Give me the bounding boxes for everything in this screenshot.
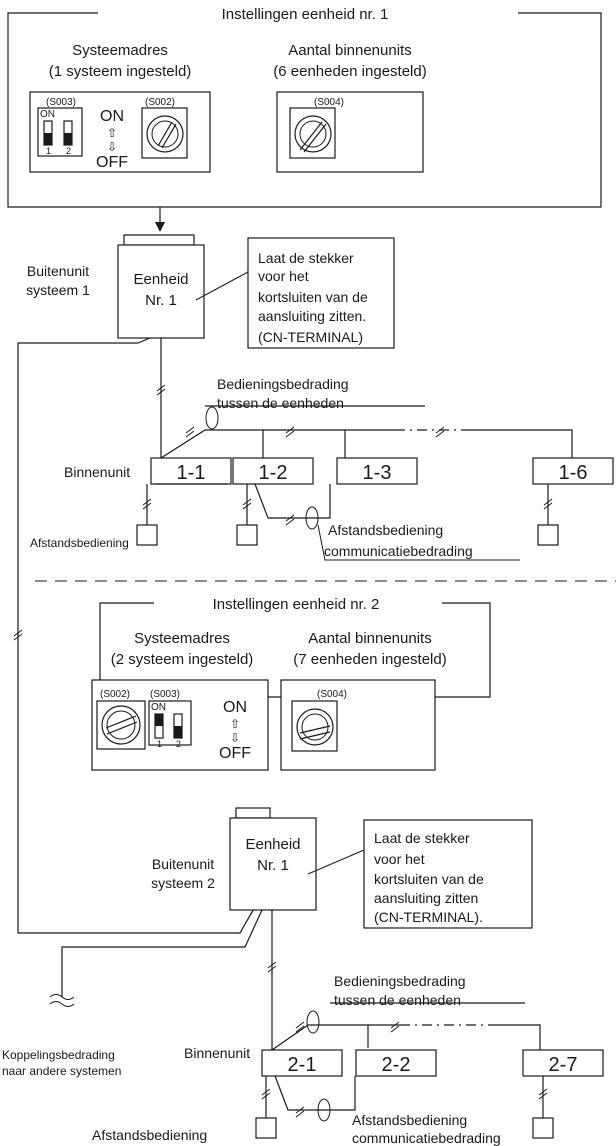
- outdoor-label-2b: systeem 2: [151, 875, 215, 891]
- count-switch-box-2: (S004): [280, 679, 436, 771]
- note-box-2: Laat de stekker voor het kortsluiten van…: [307, 819, 533, 929]
- remote-comm-label-2b: communicatiebedrading: [352, 1130, 501, 1146]
- outdoor-label-1b: systeem 1: [26, 282, 90, 298]
- on-label-1: ON: [100, 108, 124, 125]
- indoor-label-1: Binnenunit: [64, 464, 130, 480]
- count-title-1: Aantal binnenunits: [288, 42, 411, 59]
- off-label-1: OFF: [96, 154, 128, 171]
- indoor-unit: 1-2: [232, 457, 314, 485]
- remote-label-1: Afstandsbediening: [30, 536, 129, 550]
- svg-text:kortsluiten van de: kortsluiten van de: [374, 871, 484, 887]
- arrow-down-icon: ⇩: [230, 731, 240, 745]
- dip-on-label-2: ON: [151, 702, 166, 713]
- unit-label-2: Eenheid: [245, 836, 300, 853]
- svg-text:aansluiting zitten: aansluiting zitten: [374, 890, 478, 906]
- remote-wiring-1: [136, 483, 559, 561]
- control-wiring-label-1: Bedieningsbedrading: [217, 376, 349, 392]
- dip-lever-1b: [64, 133, 72, 145]
- indoor-unit: 1-6: [532, 457, 614, 485]
- indoor-unit-label: 2-2: [382, 1054, 411, 1076]
- dip-on-label-1: ON: [40, 109, 55, 120]
- svg-text:voor het: voor het: [374, 851, 425, 867]
- switch-s002-label-2: (S002): [100, 689, 130, 700]
- rotary-switch-s004-1: [289, 107, 336, 159]
- remote-comm-label-1b: communicatiebedrading: [324, 543, 473, 559]
- unit-label-1: Eenheid: [133, 271, 188, 288]
- settings-arrow-1: [155, 207, 165, 232]
- remote-controller: [532, 1117, 554, 1139]
- remote-controller: [136, 524, 158, 546]
- link-wiring-label-b: naar andere systemen: [2, 1064, 121, 1078]
- svg-text:(CN-TERMINAL).: (CN-TERMINAL).: [374, 909, 483, 925]
- settings-panel-1: Instellingen eenheid nr. 1 Systeemadres …: [7, 6, 602, 208]
- settings-panel-2: Instellingen eenheid nr. 2 Systeemadres …: [99, 596, 491, 698]
- unit-number-1: Nr. 1: [145, 292, 177, 309]
- address-switch-box-2: (S002) (S003) ON 1 2 ON ⇧ ⇩ OFF: [91, 679, 269, 771]
- outdoor-unit-2: Eenheid Nr. 1: [229, 807, 317, 911]
- svg-text:Laat de stekker: Laat de stekker: [374, 830, 470, 846]
- count-subtitle-1: (6 eenheden ingesteld): [273, 63, 426, 80]
- switch-s002-label-1: (S002): [145, 97, 175, 108]
- remote-comm-label-1: Afstandsbediening: [328, 522, 443, 538]
- wiring-system-1: [13, 337, 573, 934]
- address-title-1: Systeemadres: [72, 42, 168, 59]
- indoor-unit-label: 1-2: [259, 462, 288, 484]
- dip-pos2-label-2: 2: [176, 739, 181, 749]
- indoor-unit-label: 2-1: [288, 1054, 317, 1076]
- switch-s003-label-2: (S003): [150, 689, 180, 700]
- indoor-unit: 2-1: [261, 1049, 343, 1077]
- dip-pos1-label-2: 1: [157, 739, 162, 749]
- indoor-unit-label: 2-7: [549, 1054, 578, 1076]
- indoor-unit: 2-2: [355, 1049, 437, 1077]
- link-wiring-label: Koppelingsbedrading: [2, 1048, 115, 1062]
- wiring-system-2: [49, 909, 541, 1051]
- control-wiring-label-1b: tussen de eenheden: [217, 395, 344, 411]
- note-box-1: Laat de stekker voor het kortsluiten van…: [195, 237, 395, 349]
- switch-s004-label-1: (S004): [314, 97, 344, 108]
- indoor-unit-label: 1-3: [363, 462, 392, 484]
- indoor-label-2: Binnenunit: [184, 1045, 250, 1061]
- svg-text:kortsluiten van de: kortsluiten van de: [258, 289, 368, 305]
- svg-text:aansluiting zitten.: aansluiting zitten.: [258, 308, 366, 324]
- settings-title-2: Instellingen eenheid nr. 2: [213, 596, 380, 613]
- indoor-unit: 1-1: [150, 457, 232, 485]
- svg-text:Laat de stekker: Laat de stekker: [258, 250, 354, 266]
- on-label-2: ON: [223, 699, 247, 716]
- dip-pos2-label-1: 2: [66, 146, 71, 156]
- indoor-unit: 2-7: [522, 1049, 604, 1077]
- control-wiring-label-2b: tussen de eenheden: [334, 992, 461, 1008]
- arrow-up-icon: ⇧: [107, 126, 117, 140]
- address-title-2: Systeemadres: [134, 630, 230, 647]
- rotary-switch-s002-1: [141, 107, 188, 159]
- count-title-2: Aantal binnenunits: [308, 630, 431, 647]
- dip-pos1-label-1: 1: [46, 146, 51, 156]
- indoor-unit: 1-3: [336, 457, 418, 485]
- remote-label-2: Afstandsbediening: [92, 1127, 207, 1143]
- svg-text:voor het: voor het: [258, 268, 309, 284]
- remote-wiring-2: [255, 1075, 554, 1139]
- address-subtitle-2: (2 systeem ingesteld): [111, 651, 254, 668]
- remote-controller: [537, 524, 559, 546]
- outdoor-label-1: Buitenunit: [27, 263, 89, 279]
- outdoor-label-2: Buitenunit: [152, 856, 214, 872]
- switch-s004-label-2: (S004): [317, 689, 347, 700]
- off-label-2: OFF: [219, 745, 251, 762]
- arrow-down-icon: ⇩: [107, 140, 117, 154]
- count-subtitle-2: (7 eenheden ingesteld): [293, 651, 446, 668]
- remote-controller: [236, 524, 258, 546]
- arrow-up-icon: ⇧: [230, 717, 240, 731]
- switch-s003-label-1: (S003): [46, 97, 76, 108]
- svg-text:(CN-TERMINAL): (CN-TERMINAL): [258, 329, 363, 345]
- remote-controller: [255, 1117, 277, 1139]
- dip-lever-1a: [44, 133, 52, 145]
- indoor-unit-label: 1-1: [177, 462, 206, 484]
- outdoor-unit-1: Eenheid Nr. 1: [117, 234, 205, 339]
- address-subtitle-1: (1 systeem ingesteld): [49, 63, 192, 80]
- remote-comm-label-2: Afstandsbediening: [352, 1112, 467, 1128]
- unit-number-2: Nr. 1: [257, 857, 289, 874]
- settings-title-1: Instellingen eenheid nr. 1: [222, 6, 389, 23]
- control-wiring-label-2: Bedieningsbedrading: [334, 973, 466, 989]
- indoor-unit-label: 1-6: [559, 462, 588, 484]
